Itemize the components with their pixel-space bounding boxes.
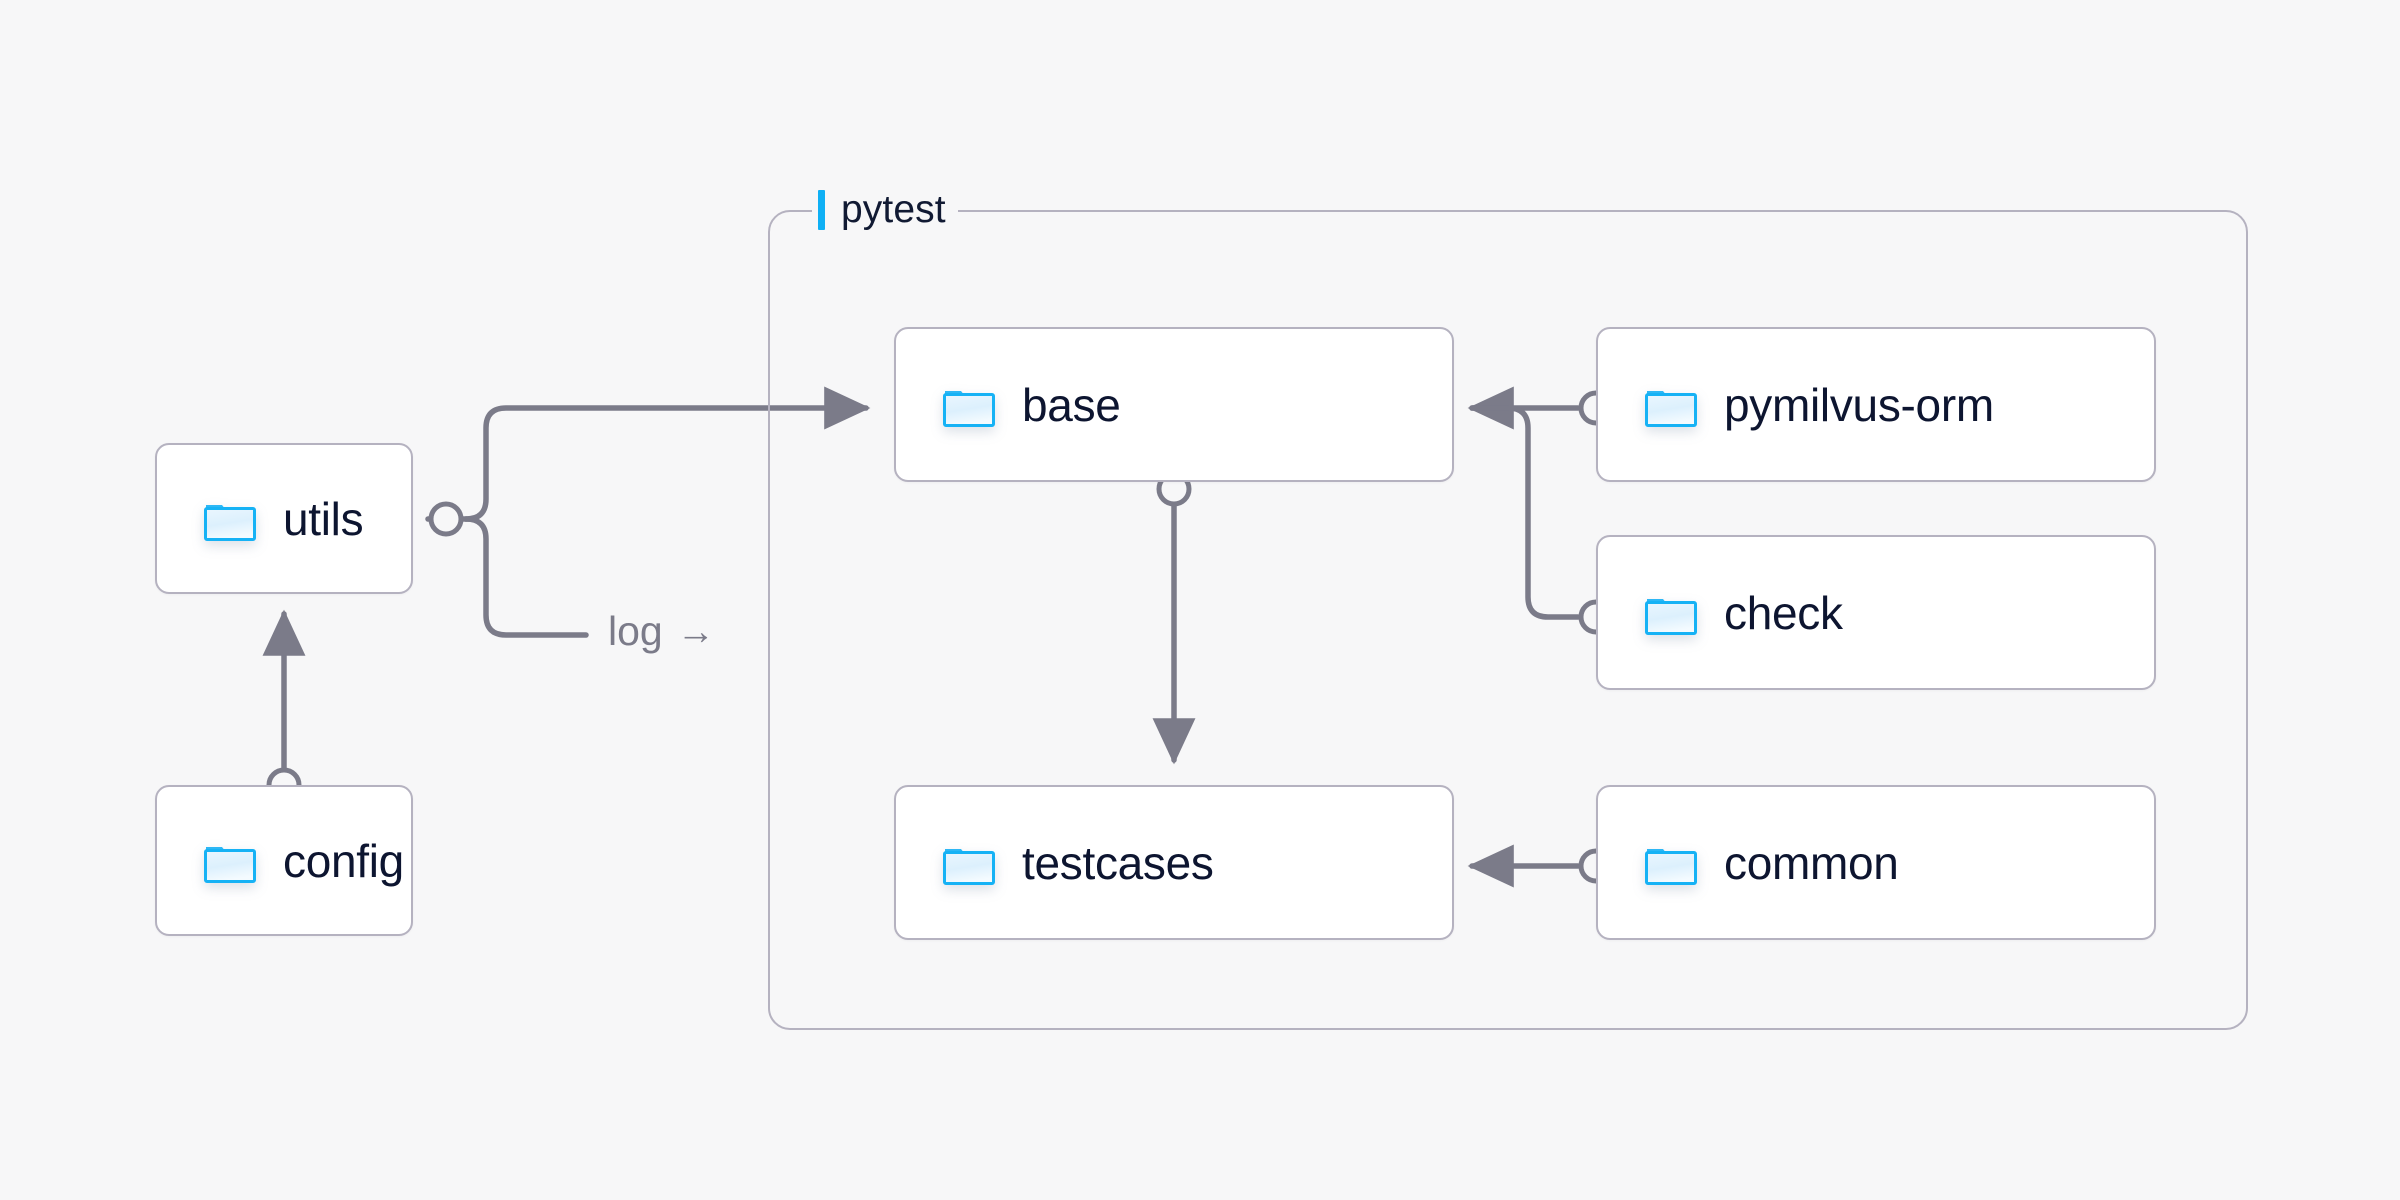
node-base-label: base xyxy=(1022,378,1121,431)
folder-icon xyxy=(1644,840,1698,886)
node-common-label: common xyxy=(1724,836,1899,889)
folder-icon xyxy=(203,838,257,884)
node-config-label: config xyxy=(283,834,404,887)
folder-icon xyxy=(1644,382,1698,428)
node-testcases-label: testcases xyxy=(1022,836,1214,889)
accent-bar-icon xyxy=(818,190,825,230)
group-pytest-label: pytest xyxy=(812,188,958,232)
node-pymilvus-orm-label: pymilvus-orm xyxy=(1724,378,1994,431)
edge-label-log: log → xyxy=(600,608,723,655)
group-pytest-title: pytest xyxy=(841,188,946,231)
node-utils[interactable]: utils xyxy=(155,443,413,594)
folder-icon xyxy=(942,840,996,886)
node-base[interactable]: base xyxy=(894,327,1454,482)
node-testcases[interactable]: testcases xyxy=(894,785,1454,940)
folder-icon xyxy=(942,382,996,428)
folder-icon xyxy=(203,496,257,542)
node-utils-label: utils xyxy=(283,492,364,545)
node-common[interactable]: common xyxy=(1596,785,2156,940)
arrow-right-icon: → xyxy=(676,610,715,653)
node-pymilvus-orm[interactable]: pymilvus-orm xyxy=(1596,327,2156,482)
folder-icon xyxy=(1644,590,1698,636)
group-pytest[interactable] xyxy=(768,210,2248,1030)
node-config[interactable]: config xyxy=(155,785,413,936)
port-utils-right xyxy=(428,501,464,537)
edge-utils-to-log xyxy=(463,516,589,638)
node-check-label: check xyxy=(1724,586,1843,639)
node-check[interactable]: check xyxy=(1596,535,2156,690)
edge-label-log-text: log xyxy=(608,608,663,654)
